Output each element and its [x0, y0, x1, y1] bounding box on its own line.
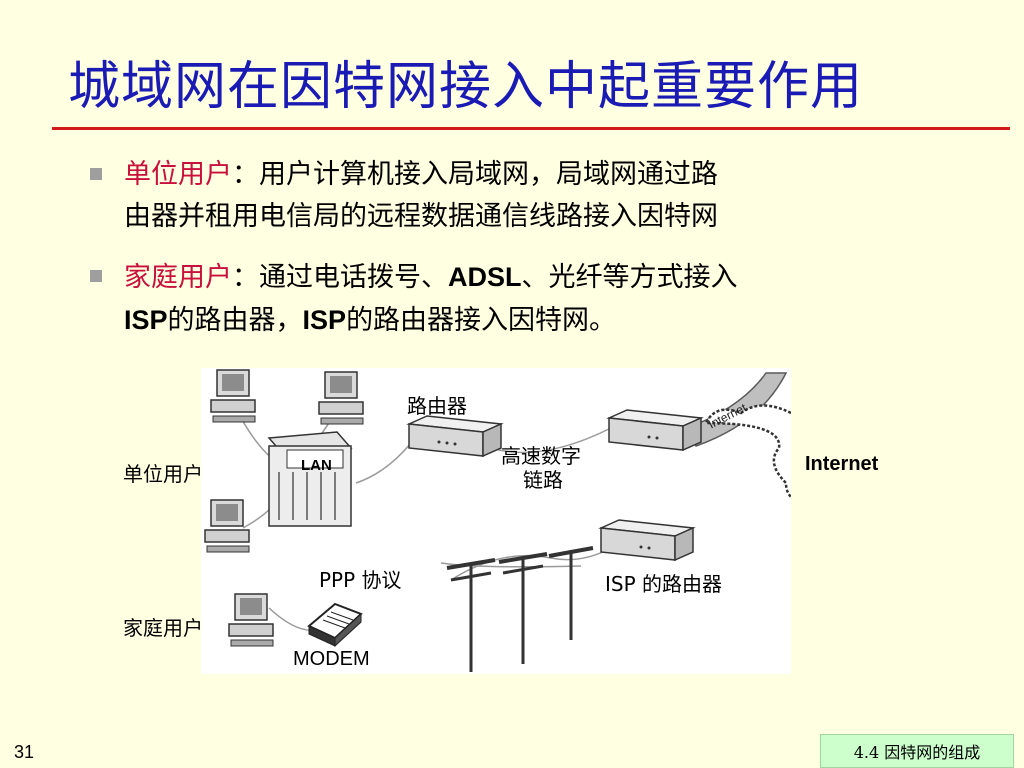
term-unit-user: 单位用户: [124, 159, 232, 190]
desktop-computer-icon: [204, 499, 250, 553]
label-high-speed-link-2: 链路: [523, 468, 563, 492]
bullet-text: 的路由器，: [167, 305, 303, 336]
term-home-user: 家庭用户: [124, 262, 232, 293]
footer-section-label: 4.4 因特网的组成: [820, 734, 1014, 768]
bullet-text: ISP: [302, 305, 347, 335]
bullet-text: 通过电话拨号、: [259, 262, 448, 293]
desktop-computer-icon: [210, 369, 256, 423]
connection-lines: [240, 417, 612, 632]
bullet-home-user: 家庭用户：通过电话拨号、ADSL、光纤等方式接入 ISP的路由器，ISP的路由器…: [90, 256, 990, 342]
desktop-computer-icon: [318, 371, 364, 425]
label-isp-router: ISP 的路由器: [605, 572, 723, 596]
label-high-speed-link-1: 高速数字: [501, 444, 581, 468]
label-ppp-protocol: PPP 协议: [319, 568, 402, 592]
label-lan: LAN: [301, 457, 332, 474]
label-unit-user: 单位用户: [123, 462, 203, 486]
label-internet-cloud: Internet: [805, 453, 879, 475]
desktop-computer-icon: [228, 593, 274, 647]
isp-router-icon: [598, 519, 696, 562]
telephone-pole-icon: [498, 552, 548, 664]
label-home-user: 家庭用户: [123, 616, 203, 640]
bullet-text: ISP: [124, 305, 168, 335]
page-number: 31: [14, 742, 35, 762]
bullet-text: ADSL: [448, 262, 522, 292]
internet-cloud-icon: [703, 404, 791, 499]
bullet-text: 用户计算机接入局域网，局域网通过路: [259, 159, 718, 190]
modem-icon: [307, 602, 363, 648]
bullet-unit-user: 单位用户：用户计算机接入局域网，局域网通过路 由器并租用电信局的远程数据通信线路…: [90, 154, 990, 238]
bullet-text: 的路由器接入因特网。: [346, 305, 617, 336]
bullet-square-icon: [90, 270, 102, 282]
telephone-pole-icon: [548, 546, 594, 640]
title-divider: [52, 127, 1010, 130]
router-icon: [606, 409, 704, 452]
bullet-square-icon: [90, 168, 102, 180]
network-diagram: 单位用户 家庭用户 LAN 路由器 高速数字 链路 PPP 协议 ISP 的路由…: [123, 368, 791, 674]
bullet-text: 、光纤等方式接入: [521, 262, 738, 293]
router-icon: [406, 415, 504, 458]
label-router: 路由器: [407, 394, 467, 418]
telephone-pole-icon: [446, 558, 496, 672]
separator: ：: [232, 159, 259, 190]
separator: ：: [232, 262, 259, 293]
lan-hub-icon: [267, 431, 353, 527]
network-diagram-graphics: [204, 369, 791, 672]
label-modem: MODEM: [293, 648, 370, 670]
slide-title: 城域网在因特网接入中起重要作用: [68, 57, 864, 117]
bullet-text: 由器并租用电信局的远程数据通信线路接入因特网: [124, 201, 718, 232]
